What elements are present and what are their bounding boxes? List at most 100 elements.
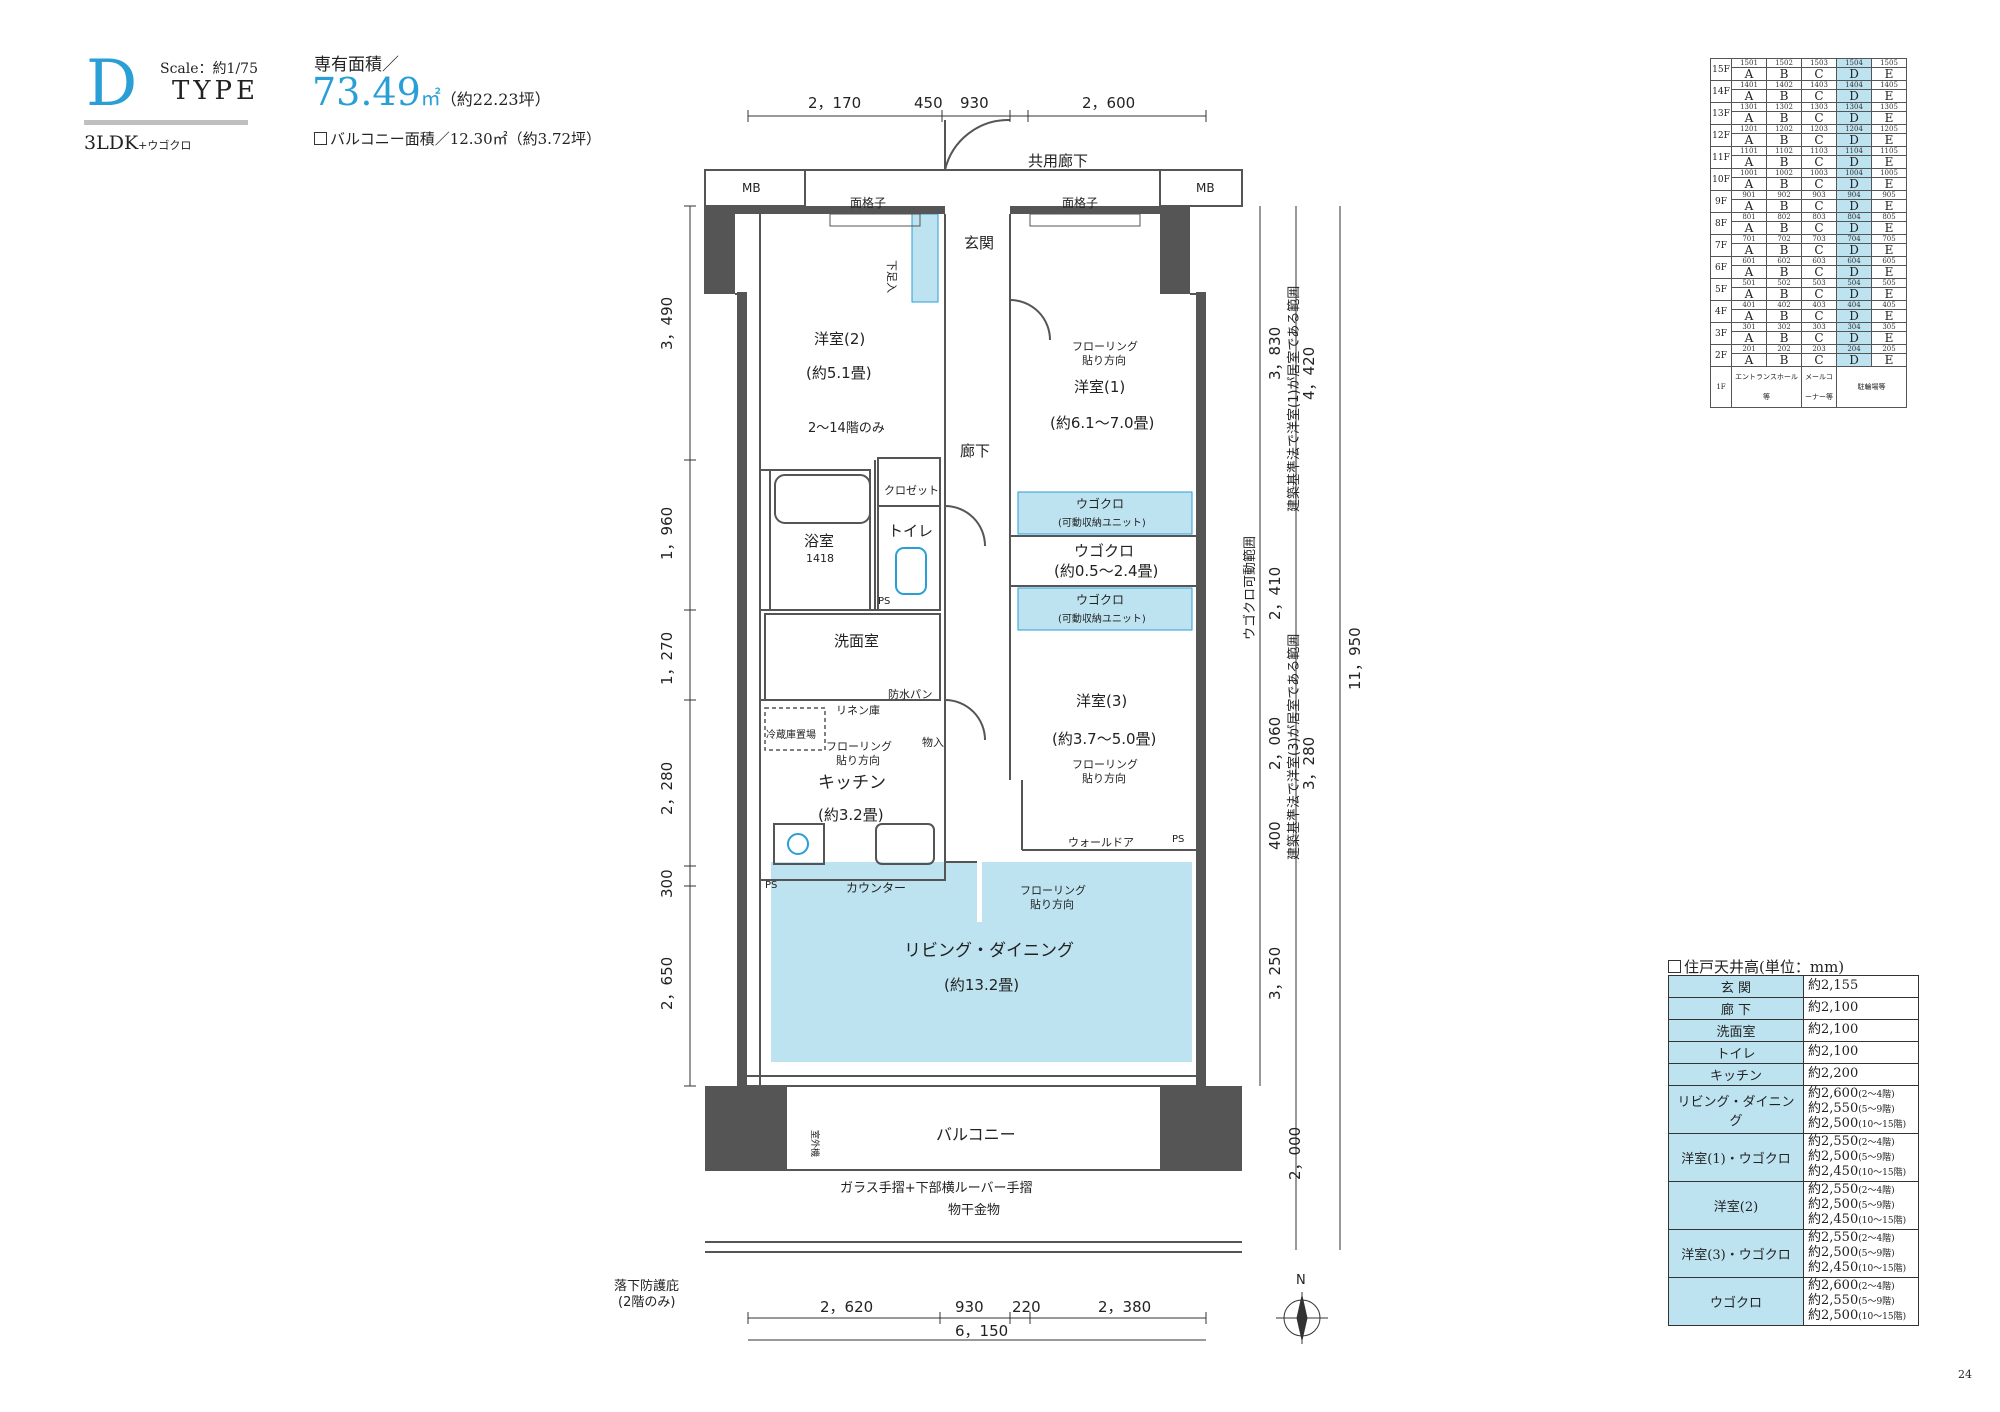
area-label: 専有面積／ [314,55,399,75]
unit-type-cell: A [1731,89,1767,103]
ceiling-value: 約2,450 [1808,1212,1859,1227]
ceiling-value: 約2,500 [1808,1308,1859,1323]
layout-label: 3LDK+ウゴクロ [84,132,191,154]
ceiling-values: 約2,100 [1803,1019,1919,1042]
ceiling-room: 洗面室 [1668,1019,1804,1042]
note-drying: 物干金物 [948,1202,1000,1218]
area-unit: ㎡ [420,86,441,110]
area-value-block: 73.49㎡（約22.23坪） [312,70,551,114]
label-flooring-kitchen-a: フローリング [826,739,892,753]
label-room2-size: (約5.1畳) [806,364,872,382]
layout-sub: +ウゴクロ [138,139,192,152]
label-ugokuro-size: (約0.5～2.4畳) [1054,562,1158,580]
unit-type-cell: C [1801,89,1837,103]
ceiling-values: 約2,100 [1803,997,1919,1020]
unit-type-cell: B [1766,155,1802,169]
ceiling-row: ウゴクロ約2,600(2～4階)約2,550(5～9階)約2,500(10～15… [1668,1277,1919,1326]
dim-left-line [684,205,696,1087]
dim-right-b-2: 3，280 [1300,737,1318,790]
unit-type-cell: C [1801,331,1837,345]
label-kitchen: キッチン [818,773,886,793]
ceiling-room: キッチン [1668,1063,1804,1086]
ceiling-value: 約2,500 [1808,1116,1859,1131]
balcony-area: バルコニー面積／12.30㎡（約3.72坪） [314,128,601,149]
checkbox-square-icon [1668,960,1681,973]
dim-left-5: 2，650 [658,957,676,1010]
unit-type-cell: C [1801,67,1837,81]
ceiling-room: 洋室(2) [1668,1181,1804,1230]
ceiling-row: 洋室(3)・ウゴクロ約2,550(2～4階)約2,500(5～9階)約2,450… [1668,1229,1919,1278]
ceiling-floor-note: (10～15階) [1858,1168,1907,1178]
unit-type-cell: B [1766,221,1802,235]
unit-type-cell: E [1871,155,1907,169]
unit-type-cell: A [1731,177,1767,191]
label-hall: 廊下 [960,442,990,460]
label-ld-size: (約13.2畳) [944,976,1019,994]
unit-type-cell: E [1871,353,1907,367]
floor-label: 2F [1710,344,1732,367]
dim-right-b-0: 4，420 [1300,347,1318,400]
ceiling-room: 洋室(1)・ウゴクロ [1668,1133,1804,1182]
first-floor-cell: エントランスホール等 [1731,366,1802,408]
ceiling-value: 約2,550 [1808,1230,1859,1245]
ceiling-row: 洋室(1)・ウゴクロ約2,550(2～4階)約2,500(5～9階)約2,450… [1668,1133,1919,1182]
counter-line [760,861,977,881]
dim-right-total-text: 11，950 [1346,627,1364,690]
title-rule [84,120,248,125]
dim-left-4: 300 [658,869,676,898]
unit-type-cell: A [1731,309,1767,323]
label-washroom: 洗面室 [834,632,879,650]
ceiling-floor-note: (5～9階) [1858,1297,1895,1307]
ceiling-row: 玄 関約2,155 [1668,975,1919,998]
unit-type-cell: B [1766,265,1802,279]
label-grille-left: 面格子 [850,195,886,210]
ld-floor-fill-lower [771,922,1192,1062]
unit-type-cell: D [1836,177,1872,191]
dim-top-3: 2，600 [1082,94,1135,112]
floor-label: 12F [1710,124,1732,147]
unit-type-cell: A [1731,353,1767,367]
unit-type-cell: B [1766,287,1802,301]
dim-bottom-2: 220 [1012,1298,1041,1316]
note-glass-rail: ガラス手摺+下部横ルーバー手摺 [840,1181,1033,1196]
wall-top-left [735,206,945,214]
label-room3: 洋室(3) [1076,692,1127,710]
unit-type-cell: B [1766,133,1802,147]
ceiling-value: 約2,100 [1808,1044,1859,1059]
label-ps-3: PS [878,596,890,607]
unit-type-cell: C [1801,243,1837,257]
label-entrance: 玄関 [964,234,994,252]
unit-type-cell: B [1766,331,1802,345]
ceiling-values: 約2,550(2～4階)約2,500(5～9階)約2,450(10～15階) [1803,1181,1919,1230]
dim-top-0: 2，170 [808,94,861,112]
ugokuro-unit-lower [1017,587,1193,631]
dim-right-a-1: 2，060 [1266,717,1284,770]
mb-right-box [1159,169,1243,207]
label-mb-left: MB [742,181,761,195]
toilet-icon [895,547,927,595]
label-kitchen-size: (約3.2畳) [818,806,884,824]
unit-type-cell: E [1871,221,1907,235]
unit-type-cell: C [1801,309,1837,323]
unit-type-cell: C [1801,353,1837,367]
note-fall-guard: 落下防護庇 [614,1278,679,1294]
ceiling-floor-note: (2～4階) [1858,1090,1895,1100]
ceiling-row: 廊 下約2,100 [1668,997,1919,1020]
type-word: TYPE [172,76,259,106]
page-number: 24 [1958,1368,1972,1381]
ceiling-room: ウゴクロ [1668,1277,1804,1326]
unit-type-cell: A [1731,287,1767,301]
ceiling-floor-note: (10～15階) [1858,1264,1907,1274]
unit-type-cell: B [1766,67,1802,81]
label-room2: 洋室(2) [814,330,865,348]
kitchen-sink-icon [875,823,935,865]
ceiling-value: 約2,450 [1808,1164,1859,1179]
compass-n: N [1296,1273,1306,1288]
ceiling-value: 約2,100 [1808,1000,1859,1015]
ceiling-title-text: 住戸天井高(単位：mm) [1684,958,1845,976]
ceiling-floor-note: (10～15階) [1858,1216,1907,1226]
label-room1: 洋室(1) [1074,378,1125,396]
floor-label: 13F [1710,102,1732,125]
dim-right-a-0: 3，830 [1266,327,1284,380]
